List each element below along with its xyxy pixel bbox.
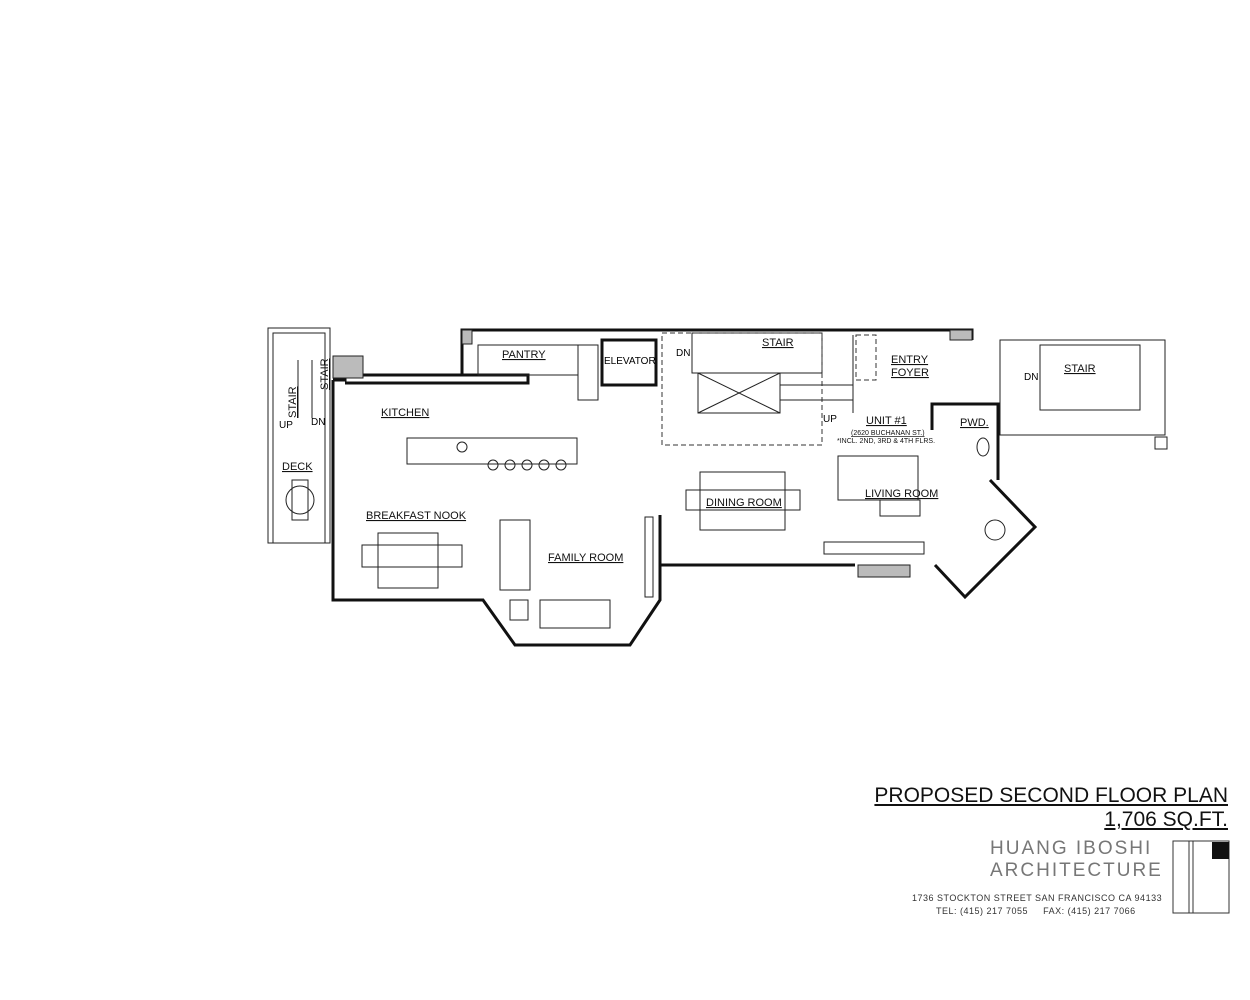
firm-address: 1736 STOCKTON STREET SAN FRANCISCO CA 94… — [912, 893, 1163, 903]
label-unit-address: (2620 BUCHANAN ST.) — [851, 430, 925, 437]
plan-area: 1,706 SQ.FT. — [1104, 808, 1228, 831]
label-stair-deck-1: STAIR — [287, 386, 299, 418]
firm-phone: TEL: (415) 217 7055 — [936, 906, 1029, 916]
label-stair-deck-2: STAIR — [319, 358, 331, 390]
label-dn-right: DN — [1024, 372, 1038, 383]
label-up: UP — [823, 414, 837, 425]
exterior-walls — [331, 328, 1038, 647]
label-deck: DECK — [282, 461, 313, 473]
label-family-room: FAMILY ROOM — [548, 552, 623, 564]
stair-main — [661, 332, 877, 446]
toilet — [976, 437, 990, 457]
label-pantry: PANTRY — [502, 349, 546, 361]
label-dn-deck: DN — [311, 417, 325, 428]
plan-title: PROPOSED SECOND FLOOR PLAN — [874, 784, 1228, 807]
stair-exterior-right — [999, 339, 1168, 450]
label-living-room: LIVING ROOM — [865, 488, 938, 500]
label-foyer: FOYER — [891, 367, 929, 379]
firm-name: HUANG IBOSHI ARCHITECTURE — [990, 838, 1163, 882]
label-stair-right: STAIR — [1064, 363, 1096, 375]
label-pwd: PWD. — [960, 417, 989, 429]
label-unit-note: *INCL. 2ND, 3RD & 4TH FLRS. — [837, 438, 935, 445]
label-up-deck: UP — [279, 420, 293, 431]
label-breakfast-nook: BREAKFAST NOOK — [366, 510, 467, 522]
label-stair: STAIR — [762, 337, 794, 349]
label-entry: ENTRY — [891, 354, 929, 366]
firm-name-line1: HUANG IBOSHI — [990, 838, 1153, 859]
firm-fax: FAX: (415) 217 7066 — [1043, 906, 1136, 916]
label-unit: UNIT #1 — [866, 415, 907, 427]
deck-area — [267, 327, 331, 544]
firm-name-line2: ARCHITECTURE — [990, 860, 1163, 881]
title-block: PROPOSED SECOND FLOOR PLAN 1,706 SQ.FT. — [874, 784, 1228, 832]
powder-room-walls — [930, 402, 1000, 480]
elevator-shaft — [600, 338, 658, 387]
label-elevator: ELEVATOR — [604, 356, 656, 367]
furniture — [361, 455, 1006, 629]
label-kitchen: KITCHEN — [381, 407, 429, 419]
kitchen-fixtures — [406, 344, 599, 471]
firm-contact: 1736 STOCKTON STREET SAN FRANCISCO CA 94… — [912, 892, 1162, 918]
label-dining-room: DINING ROOM — [706, 497, 782, 509]
firm-logo — [1172, 840, 1230, 914]
label-dn: DN — [676, 348, 690, 359]
